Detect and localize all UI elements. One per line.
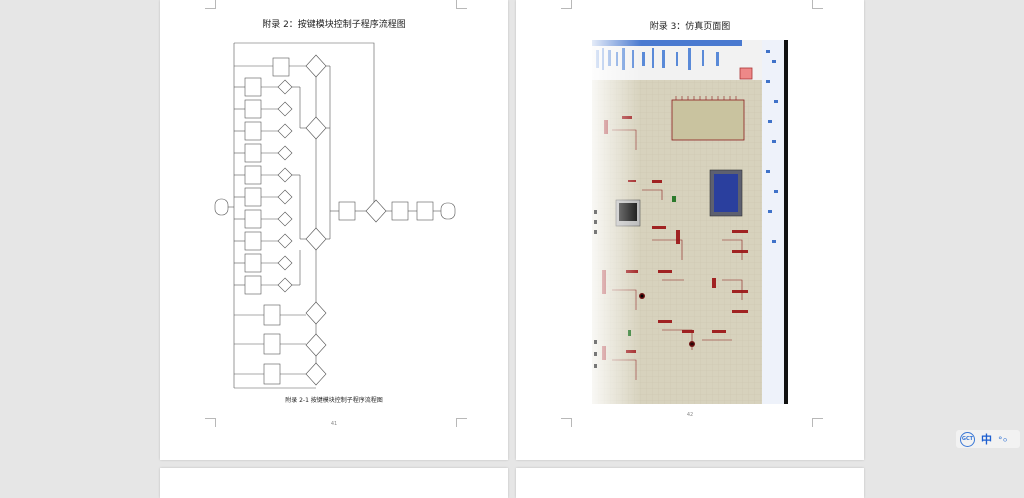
flowchart <box>214 42 456 389</box>
crop-mark <box>561 418 572 427</box>
crop-mark <box>205 0 216 9</box>
flow-process <box>391 201 409 221</box>
page-number: 41 <box>330 421 338 427</box>
ime-language-toggle[interactable]: 中 <box>981 433 992 446</box>
page-title: 附录 3：仿真页面图 <box>649 22 731 32</box>
simulation-screenshot <box>592 40 788 404</box>
ime-logo-icon[interactable]: GCT <box>960 431 975 447</box>
ime-toolbar[interactable]: GCT 中 °⸰ <box>956 430 1020 448</box>
crop-mark <box>456 0 467 9</box>
page-number: 42 <box>686 412 694 418</box>
flow-process <box>338 201 356 221</box>
crop-mark <box>812 418 823 427</box>
crop-mark <box>456 418 467 427</box>
flow-process <box>416 201 434 221</box>
crop-mark <box>205 418 216 427</box>
crop-mark <box>812 0 823 9</box>
crop-mark <box>561 0 572 9</box>
document-page-next-left <box>160 468 508 498</box>
document-page-next-right <box>516 468 864 498</box>
document-page-41: 附录 2：按键模块控制子程序流程图 <box>160 0 508 460</box>
page-title: 附录 2：按键模块控制子程序流程图 <box>262 20 406 30</box>
document-page-42: 附录 3：仿真页面图 <box>516 0 864 460</box>
dots-icon[interactable]: °⸰ <box>998 435 1008 446</box>
flow-decisions <box>277 54 387 386</box>
flow-start <box>214 198 229 216</box>
figure-caption: 附录 2-1 按键模块控制子程序流程图 <box>285 397 383 404</box>
flow-end <box>440 202 456 220</box>
